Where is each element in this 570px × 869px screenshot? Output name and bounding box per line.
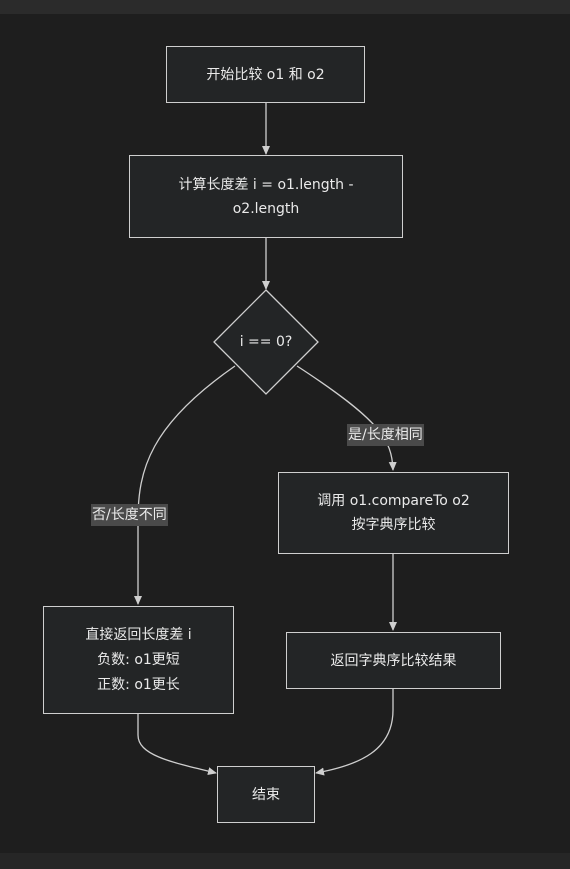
- edge-decision-to-compare: [296, 365, 397, 471]
- decision-label: i == 0?: [239, 334, 293, 350]
- return-diff-line1: 直接返回长度差 i: [85, 626, 192, 643]
- start-node-label: 开始比较 o1 和 o2: [206, 66, 325, 83]
- compare-node-line1: 调用 o1.compareTo o2: [317, 493, 470, 509]
- edge-return-diff-to-end: [137, 714, 217, 776]
- calc-node-line1: 计算长度差 i = o1.length -: [178, 176, 354, 193]
- compare-to-node: 调用 o1.compareTo o2 按字典序比较: [278, 472, 509, 554]
- compare-node-line2: 按字典序比较: [351, 517, 436, 533]
- edge-label-yes: 是/长度相同: [347, 424, 424, 446]
- calc-node-line2: o2.length: [232, 200, 300, 217]
- start-node: 开始比较 o1 和 o2: [166, 46, 365, 103]
- edge-return-dict-to-end: [315, 689, 394, 776]
- end-node: 结束: [217, 766, 315, 823]
- return-dict-result-node: 返回字典序比较结果: [286, 632, 501, 689]
- top-bar: [0, 0, 570, 14]
- return-diff-line3: 正数: o1更长: [97, 676, 180, 693]
- return-dict-label: 返回字典序比较结果: [330, 652, 457, 669]
- edge-label-no: 否/长度不同: [91, 504, 168, 526]
- calc-length-diff-node: 计算长度差 i = o1.length - o2.length: [129, 155, 403, 238]
- edge-decision-to-return-diff: [134, 365, 236, 605]
- decision-diamond: [213, 289, 319, 395]
- end-node-label: 结束: [252, 786, 280, 803]
- return-length-diff-node: 直接返回长度差 i 负数: o1更短 正数: o1更长: [43, 606, 234, 714]
- bottom-bar: [0, 853, 570, 869]
- return-diff-line2: 负数: o1更短: [97, 651, 180, 668]
